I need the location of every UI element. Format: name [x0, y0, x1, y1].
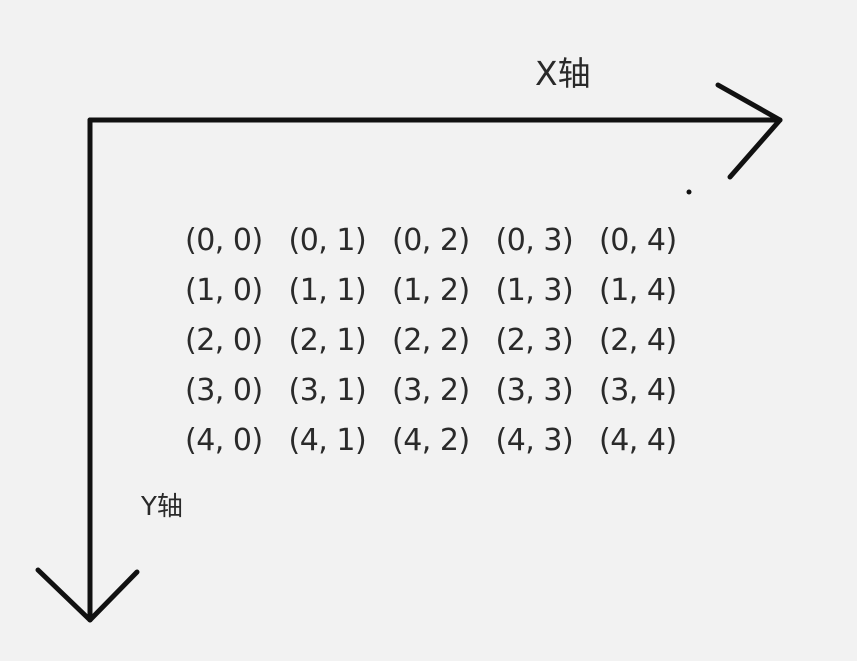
- grid-cell: (0, 1): [288, 222, 367, 258]
- grid-cell: (2, 4): [599, 322, 677, 358]
- grid-cell: (2, 3): [495, 322, 574, 358]
- grid-cell: (4, 4): [599, 422, 677, 458]
- grid-cell: (1, 1): [288, 272, 367, 308]
- grid-cell: (4, 1): [288, 422, 367, 458]
- grid-cell: (0, 2): [392, 222, 470, 258]
- grid-cell: (3, 3): [495, 372, 574, 408]
- x-axis-arrowhead: [715, 82, 783, 180]
- y-axis-arrowhead: [35, 567, 140, 623]
- grid-cell: (3, 4): [599, 372, 677, 408]
- grid-cell: (3, 1): [288, 372, 367, 408]
- grid-cell: (3, 2): [392, 372, 470, 408]
- stray-mark: [686, 189, 692, 195]
- grid-cell: (2, 0): [185, 322, 263, 358]
- grid-row: (1, 0) (1, 1) (1, 2) (1, 3) (1, 4): [185, 265, 703, 315]
- grid-cell: (3, 0): [185, 372, 263, 408]
- grid-cell: (1, 3): [495, 272, 574, 308]
- grid-cell: (1, 0): [185, 272, 263, 308]
- grid-row: (2, 0) (2, 1) (2, 2) (2, 3) (2, 4): [185, 315, 703, 365]
- coordinate-grid: (0, 0) (0, 1) (0, 2) (0, 3) (0, 4) (1, 0…: [185, 215, 703, 465]
- grid-row: (3, 0) (3, 1) (3, 2) (3, 3) (3, 4): [185, 365, 703, 415]
- grid-cell: (2, 2): [392, 322, 470, 358]
- grid-cell: (4, 0): [185, 422, 263, 458]
- grid-cell: (0, 4): [599, 222, 677, 258]
- grid-cell: (4, 3): [495, 422, 574, 458]
- grid-row: (4, 0) (4, 1) (4, 2) (4, 3) (4, 4): [185, 415, 703, 465]
- y-axis-label: Y轴: [141, 492, 183, 522]
- grid-row: (0, 0) (0, 1) (0, 2) (0, 3) (0, 4): [185, 215, 703, 265]
- grid-cell: (0, 3): [495, 222, 574, 258]
- x-axis-label: X轴: [535, 54, 591, 93]
- grid-cell: (4, 2): [392, 422, 470, 458]
- grid-cell: (1, 4): [599, 272, 677, 308]
- grid-cell: (0, 0): [185, 222, 263, 258]
- grid-cell: (2, 1): [288, 322, 367, 358]
- grid-cell: (1, 2): [392, 272, 470, 308]
